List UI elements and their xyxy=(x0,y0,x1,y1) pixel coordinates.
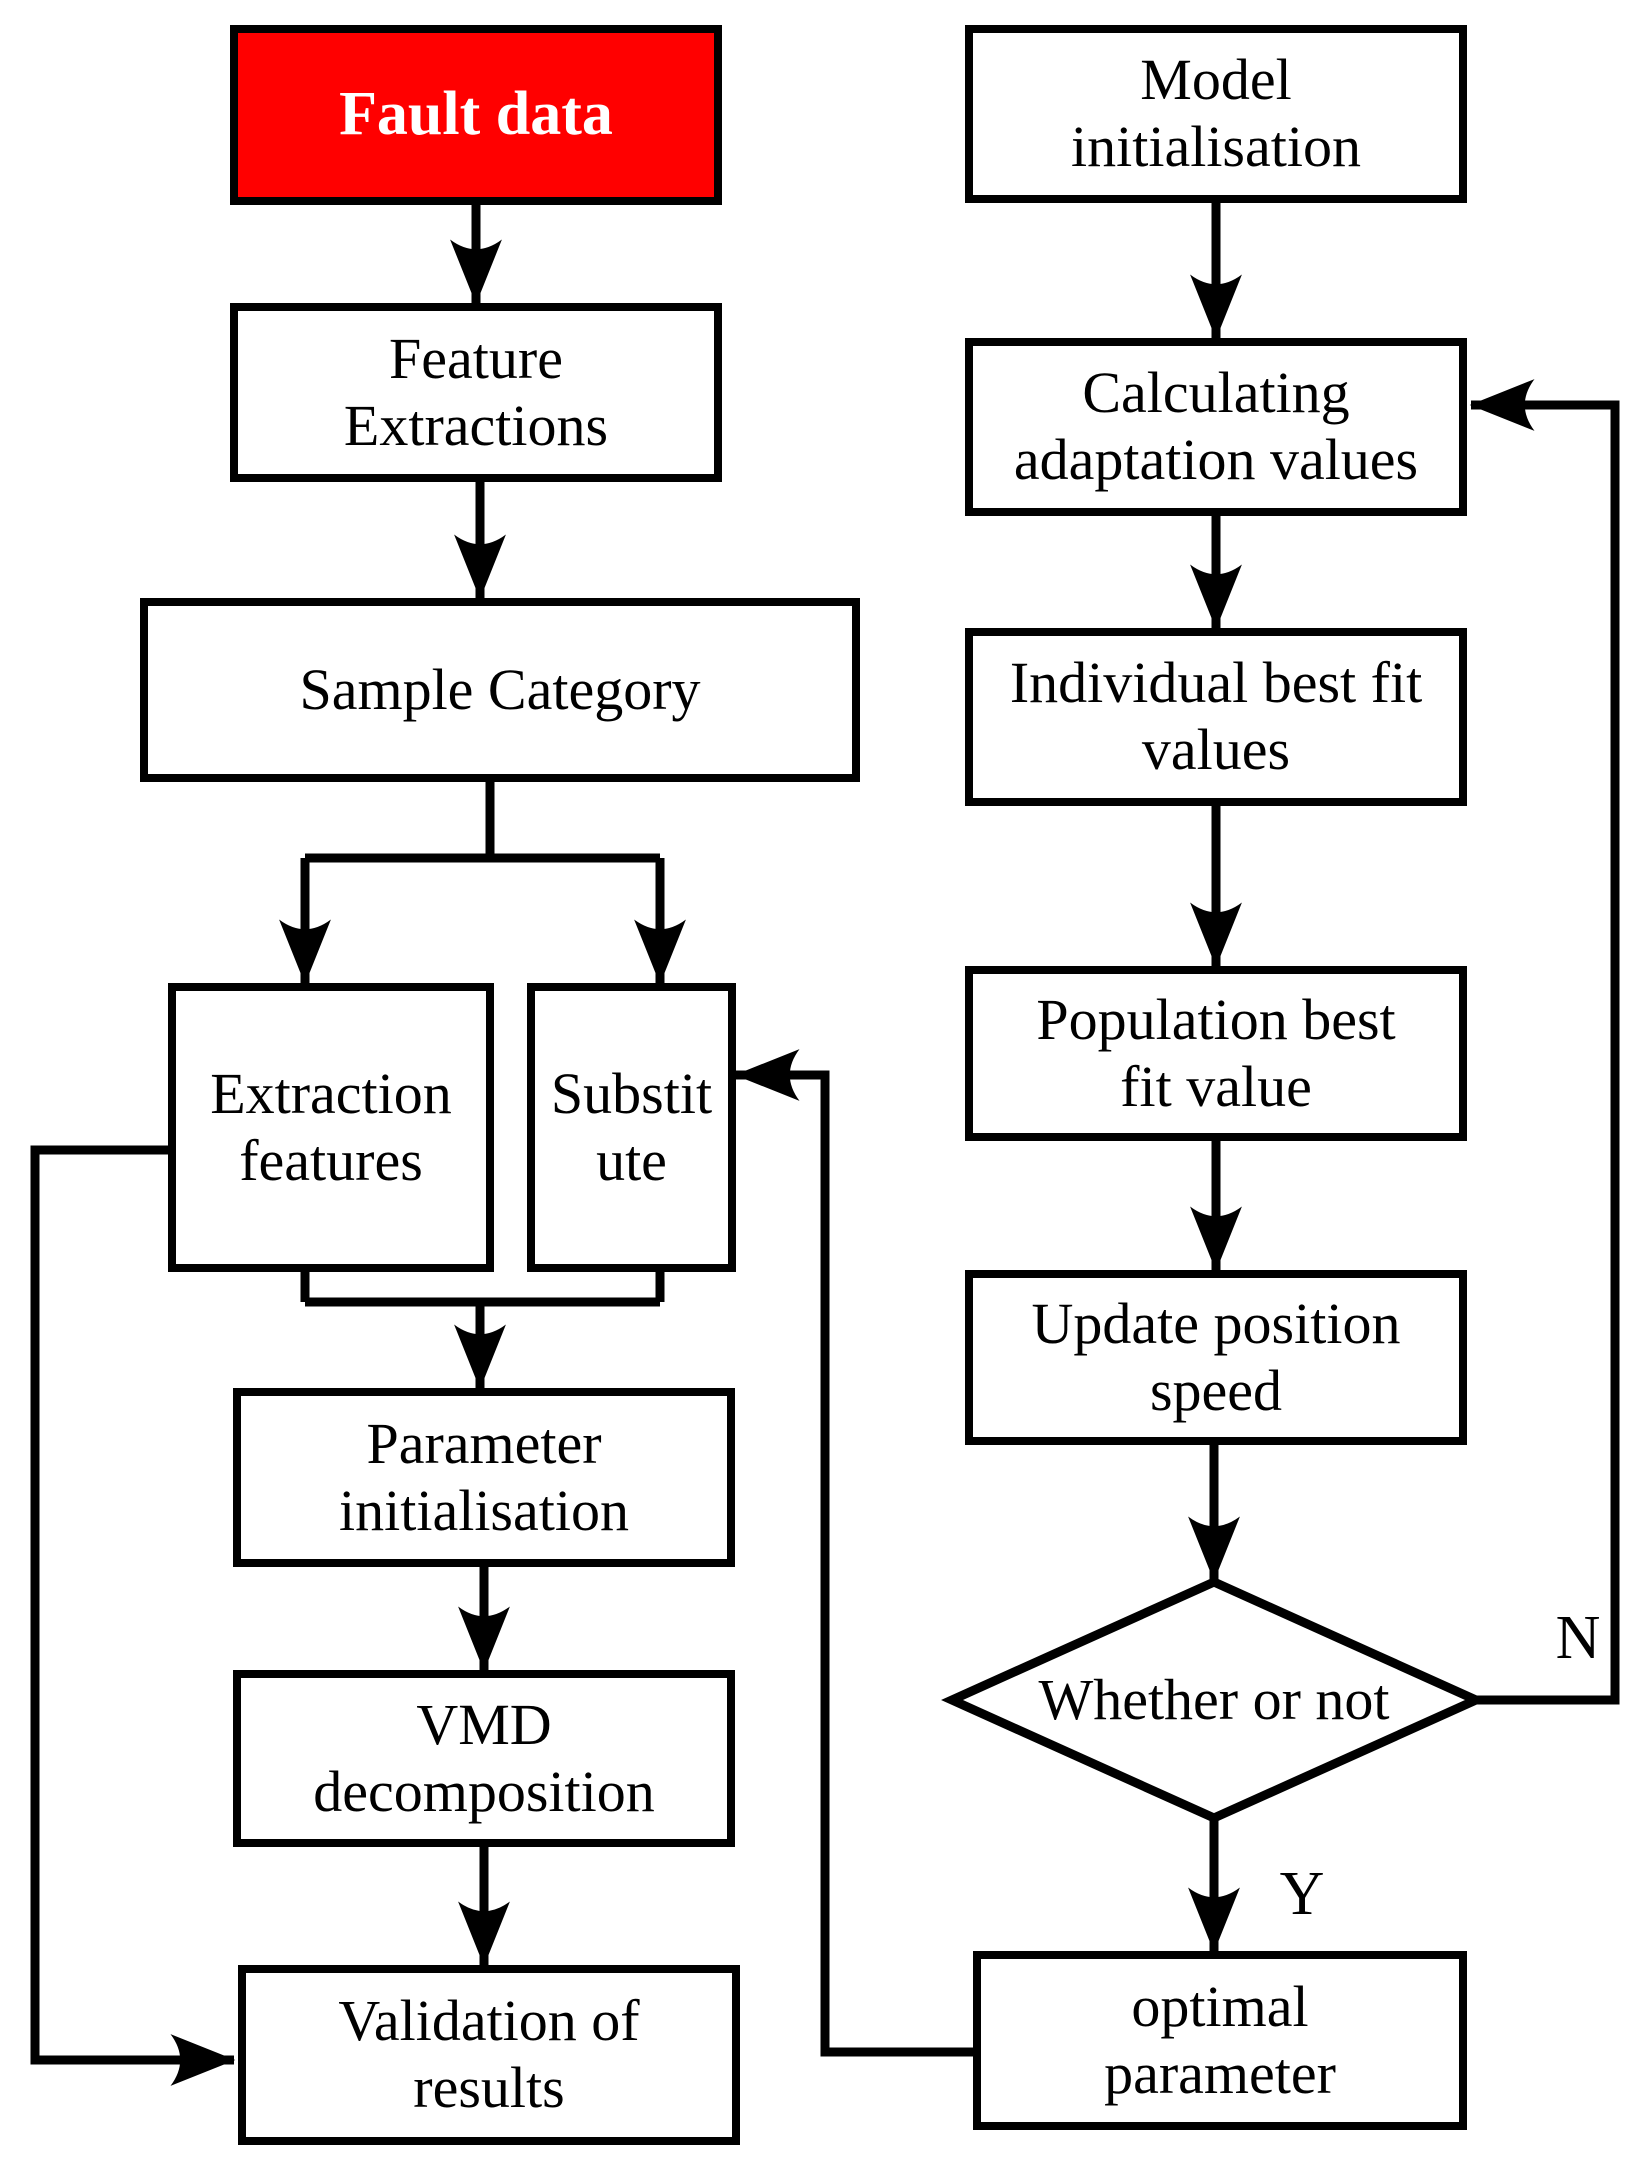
node-parameter-initialisation: Parameter initialisation xyxy=(233,1388,735,1567)
branch-label-yes: Y xyxy=(1262,1854,1342,1934)
node-extraction-features: Extraction features xyxy=(168,983,494,1272)
node-substitute: Substit ute xyxy=(527,983,736,1272)
node-feature-extractions-label: Feature Extractions xyxy=(343,325,609,458)
node-calculating-adaptation-values: Calculating adaptation values xyxy=(965,338,1467,516)
node-population-best-fit-value: Population best fit value xyxy=(965,966,1467,1141)
node-substitute-label: Substit ute xyxy=(550,1060,713,1193)
decision-diamond-text: Whether or not xyxy=(1038,1667,1390,1733)
node-extraction-features-label: Extraction features xyxy=(210,1060,452,1193)
node-parameter-initialisation-label: Parameter initialisation xyxy=(339,1410,629,1543)
node-calculating-adaptation-values-label: Calculating adaptation values xyxy=(1013,360,1419,492)
split-bar-samplecategory xyxy=(305,780,660,863)
loop-optimal-to-substitute xyxy=(734,1049,973,2057)
decision-diamond-label: Whether or not xyxy=(1014,1660,1414,1740)
branch-label-no: N xyxy=(1538,1598,1618,1678)
node-update-position-speed-label: Update position speed xyxy=(1031,1290,1401,1423)
node-sample-category: Sample Category xyxy=(140,598,860,782)
node-individual-best-fit-values: Individual best fit values xyxy=(965,628,1467,806)
node-optimal-parameter-label: optimal parameter xyxy=(1104,1973,1336,2106)
merge-bar-extraction-substitute xyxy=(300,1270,665,1307)
branch-label-no-text: N xyxy=(1555,1603,1601,1672)
node-optimal-parameter: optimal parameter xyxy=(973,1951,1467,2130)
loop-decision-no-to-calculating xyxy=(1469,379,1620,1705)
node-model-initialisation: Model initialisation xyxy=(965,25,1467,203)
node-update-position-speed: Update position speed xyxy=(965,1270,1467,1445)
node-vmd-decomposition: VMD decomposition xyxy=(233,1670,735,1847)
node-validation-of-results-label: Validation of results xyxy=(338,1988,640,2120)
loop-extractionfeatures-to-validation xyxy=(30,1145,236,2086)
decision-diamond-shape xyxy=(941,1577,1487,1823)
branch-label-yes-text: Y xyxy=(1279,1859,1325,1928)
node-fault-data: Fault data xyxy=(230,25,722,205)
node-fault-data-label: Fault data xyxy=(339,80,613,149)
node-feature-extractions: Feature Extractions xyxy=(230,303,722,482)
node-population-best-fit-value-label: Population best fit value xyxy=(1036,986,1396,1119)
node-model-initialisation-label: Model initialisation xyxy=(1071,47,1361,179)
node-individual-best-fit-values-label: Individual best fit values xyxy=(1009,650,1423,782)
node-vmd-decomposition-label: VMD decomposition xyxy=(313,1691,655,1824)
node-sample-category-label: Sample Category xyxy=(299,656,701,722)
node-validation-of-results: Validation of results xyxy=(238,1965,740,2145)
